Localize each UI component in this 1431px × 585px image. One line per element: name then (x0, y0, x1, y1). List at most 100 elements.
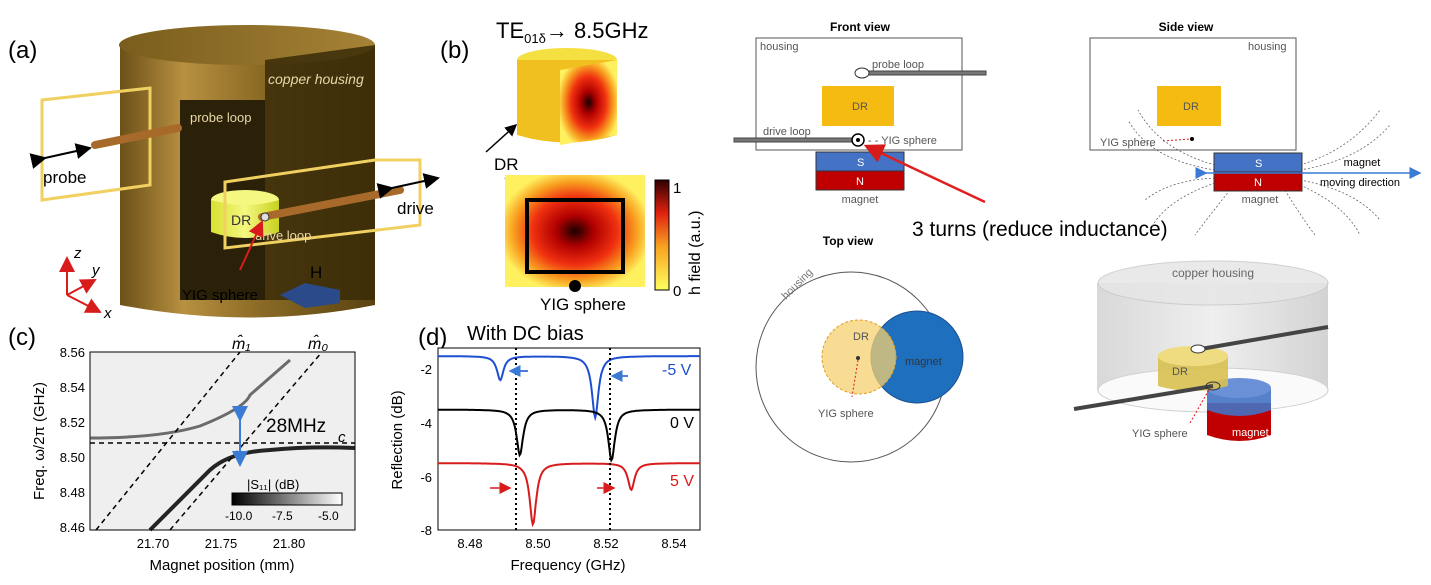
d-xtick: 8.52 (593, 536, 618, 551)
c-cbar-tick-2: -5.0 (318, 509, 339, 523)
c-ytick: 8.56 (60, 345, 85, 360)
d-xtick: 8.50 (525, 536, 550, 551)
d-legend-0: 0 V (670, 415, 694, 432)
iso-drive-loop (1205, 381, 1221, 391)
iso-yig-pointer (1189, 387, 1211, 424)
d-xticks: 8.48 8.50 8.52 8.54 (457, 536, 686, 551)
d-xtick: 8.54 (661, 536, 686, 551)
c-ytick: 8.46 (60, 520, 85, 535)
side-yig (1190, 137, 1194, 141)
top-dr-label: DR (853, 331, 869, 343)
dr-outline (525, 198, 625, 274)
side-dr-label: DR (1183, 101, 1199, 113)
iso-housing-label: copper housing (1172, 266, 1254, 280)
mode1-label: m̂₁ (232, 333, 250, 353)
d-xlabel: Frequency (GHz) (510, 557, 625, 574)
panel-c: (c) m̂₁ m̂₀ c 28MHz |S₁₁| (dB) -10.0 -7.… (8, 324, 356, 574)
panel-a-label: (a) (8, 37, 37, 64)
side-n-label: N (1254, 177, 1262, 189)
upper-branch (89, 358, 291, 440)
housing-cutout (265, 45, 375, 300)
top-view-title: Top view (823, 234, 874, 248)
yig-label: YIG sphere (182, 287, 258, 304)
c-cbar-tick-1: -7.5 (272, 509, 293, 523)
yig-label-b: YIG sphere (540, 295, 626, 314)
d-ytick: -8 (420, 523, 432, 538)
field-label: H (310, 263, 322, 282)
c-ytick: 8.50 (60, 450, 85, 465)
d-ytick: -2 (420, 362, 432, 377)
dr-pointer-top (485, 123, 518, 153)
d-ytick: -6 (420, 470, 432, 485)
iso-view: copper housing magnet DR YIG sphere (1073, 260, 1329, 441)
front-housing (755, 37, 963, 151)
front-probe-loop (854, 67, 870, 79)
reflection-curve-2 (438, 462, 700, 528)
field-arrow (280, 283, 340, 308)
front-n-label: N (856, 176, 864, 188)
probe-loop-label: probe loop (190, 110, 251, 125)
c-cbar-tick-0: -10.0 (225, 509, 253, 523)
d-title: With DC bias (467, 323, 584, 345)
c-ytick: 8.48 (60, 485, 85, 500)
drive-loop-label: drive loop (255, 228, 311, 243)
c-colorbar (231, 492, 343, 506)
iso-dr-top (1158, 346, 1228, 366)
h-colorbar (654, 179, 670, 291)
panel-b-label: (b) (440, 37, 469, 64)
cbar-max: 1 (673, 180, 681, 197)
axis-x (66, 294, 102, 313)
d-legend-neg5: -5 V (662, 362, 692, 379)
cavity-label: c (338, 429, 346, 446)
turns-note: 3 turns (reduce inductance) (912, 218, 1168, 241)
front-view: Front view housing probe loop DR drive l… (733, 20, 1168, 241)
c-xlabel: Magnet position (mm) (149, 557, 294, 574)
c-xtick: 21.75 (205, 536, 238, 551)
mode-title: TE01δ→ 8.5GHz (496, 18, 649, 46)
top-view: Top view housing magnet DR YIG sphere (755, 234, 964, 463)
side-dr (1157, 86, 1221, 126)
front-drive-label: drive loop (763, 126, 811, 138)
mode-title-freq: → 8.5GHz (546, 18, 649, 43)
iso-probe-loop (1190, 344, 1206, 354)
reflection-curve-1 (438, 408, 700, 463)
lower-branch (148, 445, 356, 532)
side-magnet-label: magnet (1242, 194, 1279, 206)
c-cbar-title: |S₁₁| (dB) (247, 477, 299, 492)
drive-label: drive (397, 199, 434, 218)
iso-probe-line (1194, 325, 1329, 352)
axis-y-label: y (91, 262, 101, 279)
front-dr-label: DR (852, 101, 868, 113)
panel-c-label: (c) (8, 324, 36, 351)
dr-label: DR (231, 212, 251, 228)
side-view-title: Side view (1159, 20, 1214, 34)
housing-label: copper housing (268, 71, 364, 87)
top-magnet-label: magnet (905, 356, 942, 368)
d-curves (438, 355, 700, 528)
side-yig-label: YIG sphere (1100, 137, 1156, 149)
d-yticks: -2 -4 -6 -8 (420, 362, 432, 538)
d-ytick: -4 (420, 416, 432, 431)
front-yig-label: - - YIG sphere (868, 135, 937, 147)
mode1-line (95, 351, 241, 531)
panel-a: (a) copper housing probe probe loop DR d… (8, 25, 440, 322)
mode-title-sub: 01δ (524, 31, 546, 46)
axis-z-label: z (73, 245, 82, 262)
dr3d-cut (560, 60, 617, 145)
iso-drive-line (1073, 384, 1214, 411)
c-ytick: 8.52 (60, 415, 85, 430)
side-view: Side view housing DR YIG sphere S N magn… (1089, 20, 1422, 236)
axis-y (66, 279, 97, 296)
front-yig (856, 138, 860, 142)
panel-d-label: (d) (418, 324, 447, 351)
probe-label: probe (43, 168, 86, 187)
probe-arrow (29, 143, 92, 169)
c-ylabel: Freq. ω/2π (GHz) (31, 382, 48, 500)
yig-dot-b (569, 280, 581, 292)
front-probe-label: probe loop (872, 59, 924, 71)
probe-cable (91, 124, 182, 149)
c-ytick: 8.54 (60, 380, 85, 395)
c-xtick: 21.80 (273, 536, 306, 551)
d-xtick: 8.48 (457, 536, 482, 551)
